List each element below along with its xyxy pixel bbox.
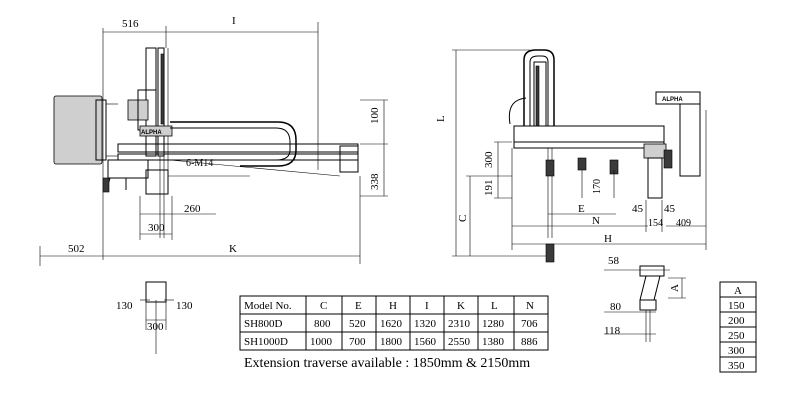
dim-170: 170 [592, 179, 603, 194]
gripper-detail: 58 A 80 118 [604, 255, 686, 342]
table-cell: 1380 [482, 336, 505, 348]
table-cell: SH800D [244, 318, 283, 330]
extension-note: Extension traverse available : 1850mm & … [244, 356, 530, 371]
dim-6m14: 6-M14 [186, 158, 213, 169]
dim-100: 100 [369, 107, 381, 124]
table-cell: 700 [349, 336, 366, 348]
table-cell: 706 [521, 318, 538, 330]
a-table-cell: 200 [728, 315, 745, 327]
dim-118: 118 [604, 325, 621, 337]
cable-carrier [170, 121, 297, 167]
front-view: L C 300 191 170 ALPHA [435, 49, 707, 263]
table-header-H: H [389, 300, 397, 312]
dim-N: N [592, 215, 600, 227]
table-cell: 1800 [380, 336, 403, 348]
dim-130-left: 130 [116, 300, 133, 312]
spec-table: Model No. C E H I K L N SH800D 800 520 1… [239, 295, 549, 351]
dim-45-right: 45 [664, 203, 676, 215]
motor-housing [53, 95, 103, 165]
a-table-header: A [734, 285, 742, 297]
base-detail: 130 130 300 [116, 281, 193, 354]
dim-300-front: 300 [483, 151, 495, 168]
dim-H: H [604, 233, 612, 245]
a-table-cell: 300 [728, 345, 745, 357]
front-cable-loop [523, 49, 555, 126]
table-cell: 1560 [414, 336, 437, 348]
horizontal-rail [117, 143, 359, 153]
table-header-model: Model No. [244, 300, 292, 312]
dim-300-side: 300 [148, 222, 165, 234]
front-beam [513, 125, 665, 143]
dim-C: C [457, 215, 469, 222]
dim-80: 80 [610, 301, 622, 313]
table-cell: 1000 [310, 336, 333, 348]
table-cell: 520 [349, 318, 366, 330]
table-header-I: I [425, 300, 429, 312]
table-cell: 2550 [448, 336, 471, 348]
dim-409: 409 [676, 218, 691, 229]
a-table: A 150 200 250 300 350 [719, 281, 757, 373]
dim-300-base: 300 [147, 321, 164, 333]
table-header-C: C [320, 300, 327, 312]
dim-260: 260 [184, 203, 201, 215]
dim-L: L [435, 115, 447, 122]
table-cell: 1620 [380, 318, 403, 330]
table-cell: SH1000D [244, 336, 288, 348]
table-header-L: L [491, 300, 498, 312]
table-cell: 886 [521, 336, 538, 348]
dim-191: 191 [483, 180, 495, 197]
dim-A-gripper: A [669, 284, 681, 292]
table-cell: 1320 [414, 318, 437, 330]
side-view: 516 I ALPHA [39, 15, 388, 266]
dim-E: E [578, 203, 585, 215]
a-table-cell: 250 [728, 330, 745, 342]
dim-338: 338 [369, 173, 381, 190]
dim-45-left: 45 [632, 203, 644, 215]
drive-unit [655, 91, 701, 105]
dim-154: 154 [648, 218, 663, 229]
brand-label-front: ALPHA [662, 97, 683, 103]
a-table-cell: 150 [728, 300, 745, 312]
dim-502: 502 [68, 243, 85, 255]
dim-58: 58 [608, 255, 620, 267]
dim-K: K [229, 243, 237, 255]
a-table-cell: 350 [728, 360, 745, 372]
brand-label-side: ALPHA [141, 130, 162, 136]
table-cell: 2310 [448, 318, 471, 330]
table-cell: 800 [314, 318, 331, 330]
table-cell: 1280 [482, 318, 505, 330]
dim-130-right: 130 [176, 300, 193, 312]
dim-516: 516 [122, 18, 139, 30]
table-header-N: N [526, 300, 534, 312]
table-header-K: K [457, 300, 465, 312]
table-header-E: E [355, 300, 362, 312]
dim-I: I [232, 15, 236, 27]
